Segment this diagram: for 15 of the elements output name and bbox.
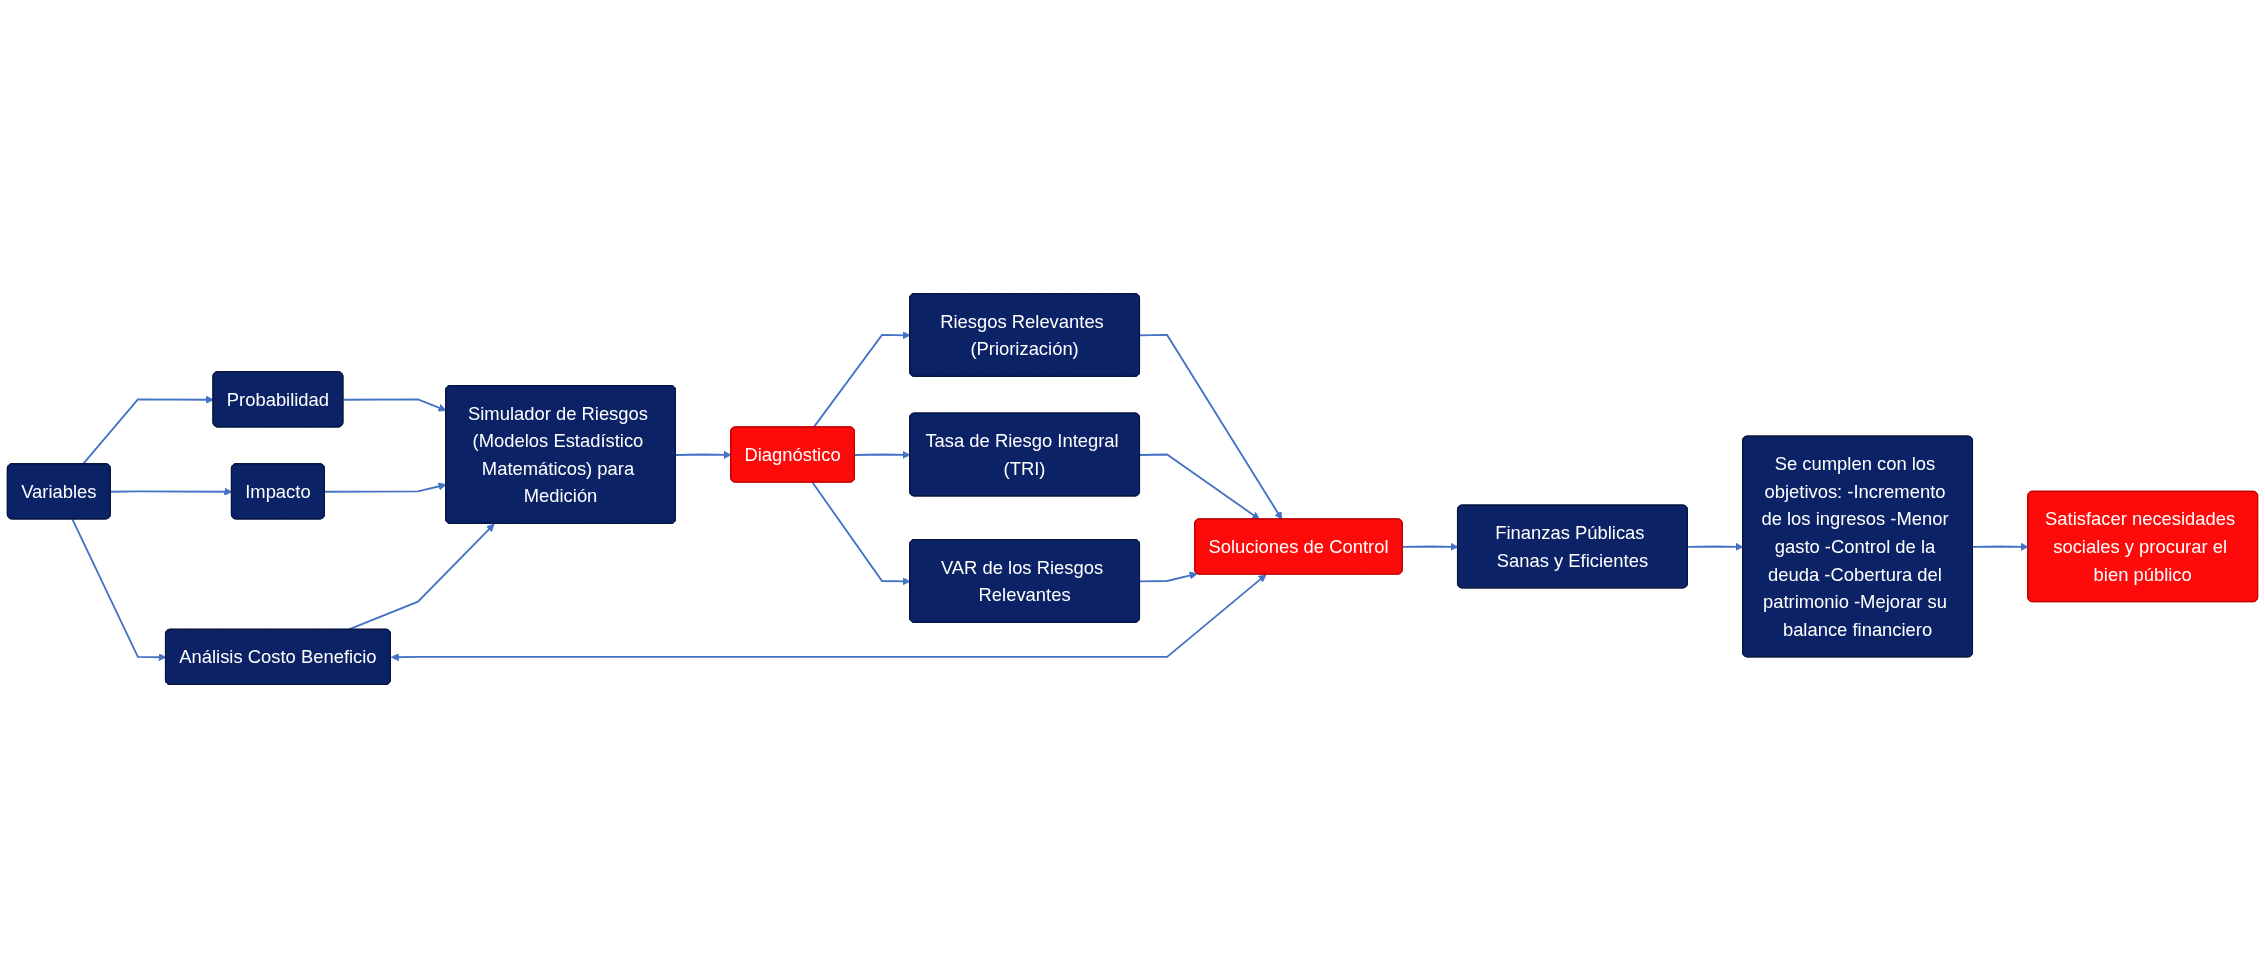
arrow	[675, 450, 732, 459]
arrow	[1139, 571, 1198, 583]
arrow	[390, 574, 1267, 662]
arrow	[1139, 453, 1260, 520]
arrow	[1972, 542, 2029, 551]
arrow	[347, 523, 495, 631]
arrow	[1686, 542, 1744, 551]
arrow	[853, 450, 911, 459]
arrow	[1139, 334, 1283, 520]
arrow	[1401, 542, 1459, 551]
arrow	[811, 481, 911, 586]
arrow	[71, 518, 167, 662]
arrow	[324, 482, 447, 493]
arrow	[109, 487, 233, 496]
arrow	[342, 398, 447, 412]
